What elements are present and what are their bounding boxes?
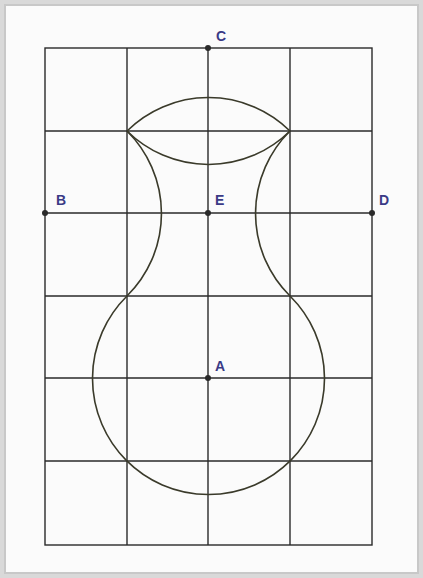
point-label: A — [214, 358, 226, 374]
point-dot — [205, 210, 211, 216]
points — [42, 45, 375, 381]
point-dot — [205, 375, 211, 381]
grid-line — [45, 460, 372, 461]
point-label: E — [214, 192, 225, 208]
body-circle-arc — [93, 296, 325, 495]
paper — [5, 5, 418, 573]
grid-line — [45, 295, 372, 296]
point-label: B — [55, 192, 67, 208]
neck-left-arc — [127, 131, 161, 296]
point-dot — [369, 210, 375, 216]
neck-right-arc — [256, 131, 290, 296]
grid — [45, 48, 372, 545]
point-dot — [205, 45, 211, 51]
point-dot — [42, 210, 48, 216]
point-label: C — [215, 28, 227, 44]
grid-frame — [45, 48, 372, 545]
grid-line — [45, 130, 372, 131]
lens-top-arc — [127, 98, 290, 131]
lens-bottom-arc — [127, 131, 290, 164]
point-label: D — [378, 192, 390, 208]
vase-outline — [93, 98, 325, 495]
